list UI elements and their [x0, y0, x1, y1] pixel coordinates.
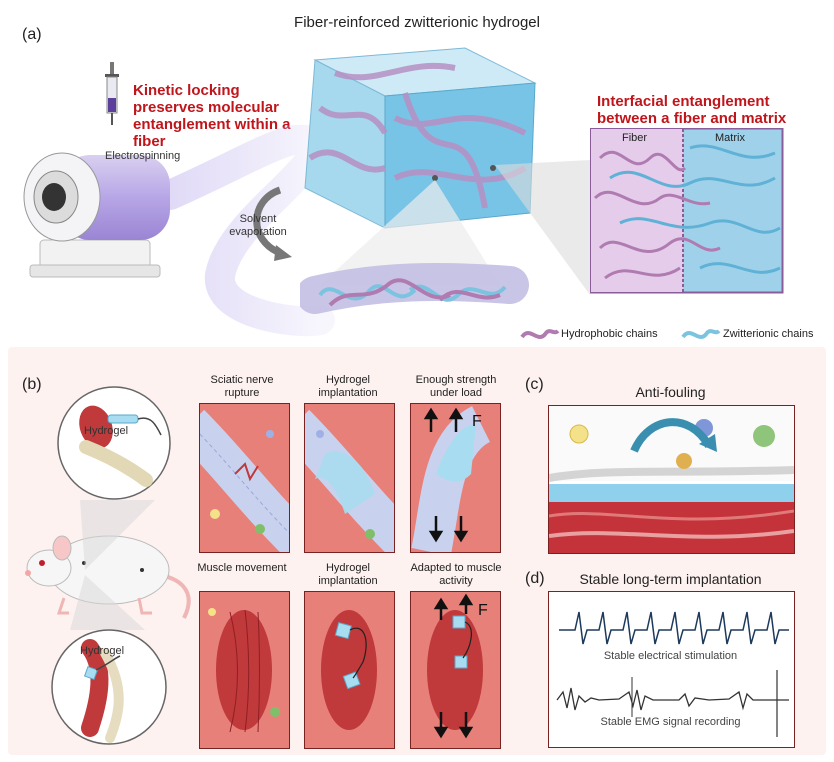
electrospinning-label: Electrospinning	[105, 150, 181, 162]
kinetic-locking-text: Kinetic locking preserves molecular enta…	[133, 82, 291, 150]
fiber-zoom-illustration	[300, 180, 529, 314]
leg-implant-zoom-top	[57, 386, 171, 500]
panel-b-label: (b)	[22, 376, 42, 393]
force-label-top: F	[472, 413, 482, 430]
tile-strength-under-load	[410, 403, 501, 553]
solvent-evaporation-label: Solvent evaporation	[229, 213, 287, 238]
stimulation-recording-box	[548, 591, 795, 748]
caption-emg-recording: Stable EMG signal recording	[600, 716, 741, 728]
matrix-label: Matrix	[715, 132, 745, 144]
legend-zwitterionic: Zwitterionic chains	[723, 328, 814, 340]
tile-hydrogel-implant-muscle	[304, 591, 395, 749]
syringe-icon	[105, 62, 119, 125]
tile-hydrogel-implant-nerve	[304, 403, 395, 553]
fiber-label: Fiber	[622, 132, 648, 144]
panel-c-label: (c)	[525, 376, 544, 393]
tile-title-1: Sciatic nerve rupture	[210, 374, 274, 399]
panel-d-title: Stable long-term implantation	[579, 571, 762, 587]
caption-electrical-stimulation: Stable electrical stimulation	[603, 650, 738, 662]
tile-title-6: Adapted to muscle activity	[410, 562, 502, 587]
tile-title-5: Hydrogel implantation	[318, 562, 378, 587]
panel-a-label: (a)	[22, 26, 42, 43]
panel-c-title: Anti-fouling	[635, 384, 706, 400]
zoom-guide-lines	[70, 500, 155, 630]
tile-nerve-rupture	[199, 403, 290, 553]
tile-title-3: Enough strength under load	[415, 374, 497, 399]
interface-box-illustration	[590, 128, 784, 294]
interfacial-text: Interfacial entanglement between a fiber…	[597, 93, 787, 127]
hydrophobic-chain-icon	[520, 329, 560, 339]
rat-illustration	[25, 535, 191, 619]
panel-a-title: Fiber-reinforced zwitterionic hydrogel	[294, 14, 540, 31]
hydrogel-label-top: Hydrogel	[84, 425, 129, 437]
evaporation-arrow-icon	[253, 186, 292, 261]
leg-implant-zoom-bottom	[51, 629, 167, 745]
tile-title-2: Hydrogel implantation	[318, 374, 378, 399]
hydrogel-label-bottom: Hydrogel	[80, 645, 125, 657]
zwitterionic-chain-icon	[681, 329, 721, 339]
tile-adapted-muscle-activity	[410, 591, 501, 749]
force-label-bottom: F	[478, 602, 488, 619]
tile-muscle-movement	[199, 591, 290, 749]
legend-hydrophobic: Hydrophobic chains	[561, 328, 658, 340]
tile-title-4: Muscle movement	[197, 562, 287, 574]
anti-fouling-box	[548, 405, 795, 554]
interface-zoom-cone	[495, 160, 590, 295]
panel-d-label: (d)	[525, 570, 545, 587]
electrospinning-illustration	[23, 125, 339, 337]
